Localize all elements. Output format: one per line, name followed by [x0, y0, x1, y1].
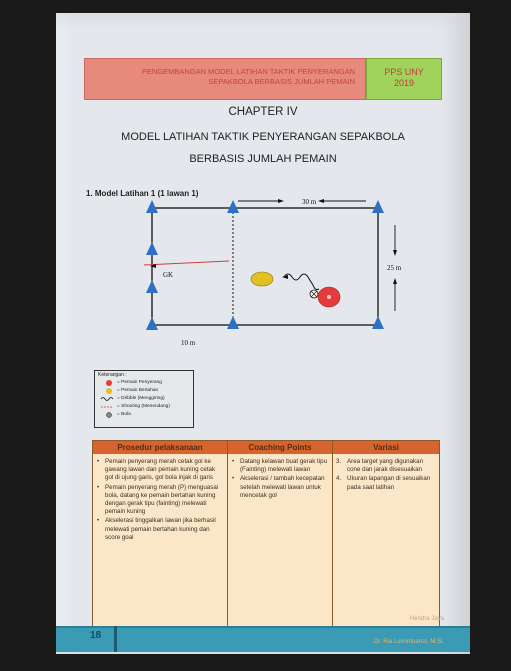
- list-item: 3.Area target yang digunakan cone dan ja…: [336, 458, 424, 474]
- cone: [372, 200, 384, 213]
- legend-item: = Pemain Bertahan: [117, 388, 159, 393]
- legend-item: = Bola: [117, 412, 131, 417]
- list-item: •Pemain penyerang merah cetak gol ke gaw…: [97, 458, 216, 482]
- legend-item: = Shooting (Menendang): [117, 404, 170, 409]
- cones: [146, 200, 384, 330]
- diagram-legend: Keterangan : = Pemain Penyerang = Pemain…: [94, 370, 194, 428]
- legend-defender-icon: [106, 388, 112, 394]
- page-title-line2: BERBASIS JUMLAH PEMAIN: [189, 153, 337, 165]
- page-number: 18: [90, 630, 102, 641]
- column-divider: [332, 441, 333, 633]
- height-label: 25 m: [387, 264, 402, 272]
- badge-line1: PPS UNY: [384, 67, 424, 77]
- header-title-line2: SEPAKBOLA BERBASIS JUMLAH PEMAIN: [208, 77, 355, 86]
- field-boundary: [151, 207, 379, 326]
- footer-author: Hendra Jaya: [409, 616, 444, 622]
- list-item: 4.Ukuran lapangan di sesuaikan pada saat…: [336, 475, 431, 491]
- legend-attacker-icon: [106, 380, 112, 386]
- training-field-diagram: 30 m 25 m 10 m GK: [143, 198, 402, 347]
- legend-title: Keterangan :: [98, 372, 127, 378]
- footer-coauthor: Dr. Ria Lumintuarso, M.Si.: [373, 639, 444, 645]
- header-badge: PPS UNY 2019: [366, 58, 442, 100]
- column-divider: [227, 441, 228, 633]
- section-heading: 1. Model Latihan 1 (1 lawan 1): [86, 189, 199, 198]
- cone: [146, 317, 158, 330]
- table-header-variasi: Variasi: [333, 441, 439, 454]
- variasi-cell: 3.Area target yang digunakan cone dan ja…: [336, 458, 435, 493]
- header-title-line1: PENGEMBANGAN MODEL LATIHAN TAKTIK PENYER…: [141, 67, 355, 76]
- footer-bar: [56, 626, 470, 652]
- header-banner: PENGEMBANGAN MODEL LATIHAN TAKTIK PENYER…: [84, 58, 442, 100]
- document-page: PENGEMBANGAN MODEL LATIHAN TAKTIK PENYER…: [56, 13, 470, 654]
- footer-separator: [114, 626, 117, 652]
- cone: [227, 200, 239, 213]
- legend-dribble-icon: [100, 397, 114, 401]
- chapter-heading: CHAPTER IV: [228, 106, 298, 118]
- gk-label: GK: [163, 271, 173, 279]
- header-title: PENGEMBANGAN MODEL LATIHAN TAKTIK PENYER…: [84, 58, 366, 100]
- legend-symbols: [100, 380, 114, 418]
- cone: [227, 316, 239, 329]
- cone: [372, 316, 384, 329]
- goal-line-red: [143, 260, 230, 266]
- legend-ball-icon: [106, 412, 112, 418]
- cone: [146, 200, 158, 213]
- page-title-line1: MODEL LATIHAN TAKTIK PENYERANGAN SEPAKBO…: [121, 131, 405, 143]
- dribble-path: [283, 273, 320, 290]
- list-item: •Akselerasi / tambah kecepatan setelah m…: [232, 475, 325, 499]
- cone: [146, 242, 158, 255]
- procedure-cell: •Pemain penyerang merah cetak gol ke gaw…: [97, 458, 223, 543]
- list-item: •Akselerasi tinggalkan lawan jika berhas…: [97, 517, 216, 541]
- table-header-coaching: Coaching Points: [228, 441, 333, 454]
- defender-marker: [250, 271, 274, 287]
- list-item: •Datang kelawan buat gerak tipu (Faintin…: [232, 458, 328, 474]
- coaching-cell: •Datang kelawan buat gerak tipu (Faintin…: [232, 458, 328, 501]
- legend-item: = Dribble (Menggiring): [117, 396, 165, 401]
- table-header-procedure: Prosedur pelaksanaan: [93, 441, 228, 454]
- bottom-label: 10 m: [181, 339, 196, 347]
- width-label: 30 m: [302, 198, 317, 206]
- list-item: •Pemain penyerang merah (P) menguasai bo…: [97, 483, 219, 516]
- legend-item: = Pemain Penyerang: [117, 380, 162, 385]
- cone: [146, 280, 158, 293]
- procedure-table: Prosedur pelaksanaan Coaching Points Var…: [92, 440, 440, 634]
- badge-line2: 2019: [393, 78, 415, 88]
